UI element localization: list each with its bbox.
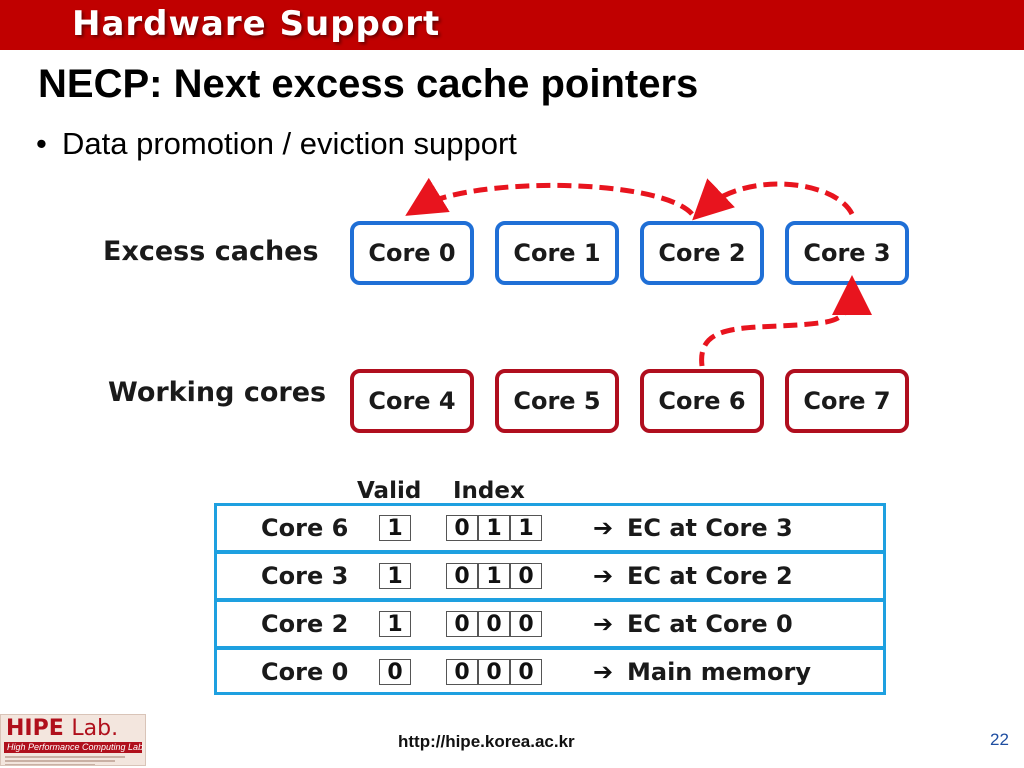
table-row: Core 0 0 0 0 0 ➔ Main memory — [217, 650, 883, 694]
row-result: EC at Core 3 — [627, 514, 793, 542]
valid-bit: 1 — [379, 515, 411, 541]
right-arrow-icon: ➔ — [593, 562, 614, 590]
logo-lab-text: Lab. — [71, 716, 119, 741]
index-bit-2: 0 — [510, 659, 542, 685]
row-core-label: Core 2 — [261, 610, 349, 638]
row-result: Main memory — [627, 658, 812, 686]
right-arrow-icon: ➔ — [593, 610, 614, 638]
working-core-5: Core 5 — [495, 369, 619, 433]
logo-subtitle: High Performance Computing Lab — [4, 742, 143, 753]
index-bit-2: 1 — [510, 515, 542, 541]
logo-fineprint — [5, 764, 95, 765]
necp-table: Core 6 1 0 1 1 ➔ EC at Core 3 Core 3 1 0… — [214, 503, 886, 695]
right-arrow-icon: ➔ — [593, 514, 614, 542]
header-title: Hardware Support — [72, 4, 441, 44]
logo-main-text: HIPE — [6, 716, 64, 741]
row-core-label: Core 0 — [261, 658, 349, 686]
arrow-core2-to-core0 — [405, 177, 694, 216]
excess-caches-label: Excess caches — [103, 236, 319, 267]
logo-fineprint — [5, 756, 125, 758]
slide-title: NECP: Next excess cache pointers — [38, 62, 699, 106]
excess-core-2: Core 2 — [640, 221, 764, 285]
excess-core-3: Core 3 — [785, 221, 909, 285]
index-bit-0: 0 — [446, 515, 478, 541]
index-column-header: Index — [453, 478, 525, 504]
arrow-core6-to-core3 — [699, 275, 872, 367]
row-result: EC at Core 2 — [627, 562, 793, 590]
excess-core-0: Core 0 — [350, 221, 474, 285]
index-bit-2: 0 — [510, 611, 542, 637]
hipe-lab-logo: HIPE Lab. High Performance Computing Lab — [0, 714, 146, 766]
index-bit-1: 1 — [478, 515, 510, 541]
index-bit-1: 1 — [478, 563, 510, 589]
index-bit-0: 0 — [446, 563, 478, 589]
table-row: Core 2 1 0 0 0 ➔ EC at Core 0 — [217, 602, 883, 650]
working-cores-label: Working cores — [108, 377, 327, 408]
index-bit-1: 0 — [478, 659, 510, 685]
header-bar — [0, 0, 1024, 50]
index-bit-2: 0 — [510, 563, 542, 589]
bullet-dot-icon: • — [36, 126, 47, 161]
logo-fineprint — [5, 760, 115, 762]
working-core-6: Core 6 — [640, 369, 764, 433]
bullet-text: Data promotion / eviction support — [62, 126, 517, 161]
index-bit-0: 0 — [446, 611, 478, 637]
table-row: Core 6 1 0 1 1 ➔ EC at Core 3 — [217, 506, 883, 554]
row-result: EC at Core 0 — [627, 610, 793, 638]
valid-bit: 0 — [379, 659, 411, 685]
valid-bit: 1 — [379, 563, 411, 589]
valid-bit: 1 — [379, 611, 411, 637]
bullet-item: • Data promotion / eviction support — [36, 126, 517, 162]
valid-column-header: Valid — [357, 478, 422, 504]
footer-url-link[interactable]: http://hipe.korea.ac.kr — [398, 732, 575, 751]
working-core-4: Core 4 — [350, 369, 474, 433]
row-core-label: Core 6 — [261, 514, 349, 542]
table-row: Core 3 1 0 1 0 ➔ EC at Core 2 — [217, 554, 883, 602]
page-number: 22 — [990, 730, 1009, 749]
working-core-7: Core 7 — [785, 369, 909, 433]
arrow-core3-to-core2 — [692, 178, 855, 221]
index-bit-1: 0 — [478, 611, 510, 637]
excess-core-1: Core 1 — [495, 221, 619, 285]
right-arrow-icon: ➔ — [593, 658, 614, 686]
index-bit-0: 0 — [446, 659, 478, 685]
row-core-label: Core 3 — [261, 562, 349, 590]
